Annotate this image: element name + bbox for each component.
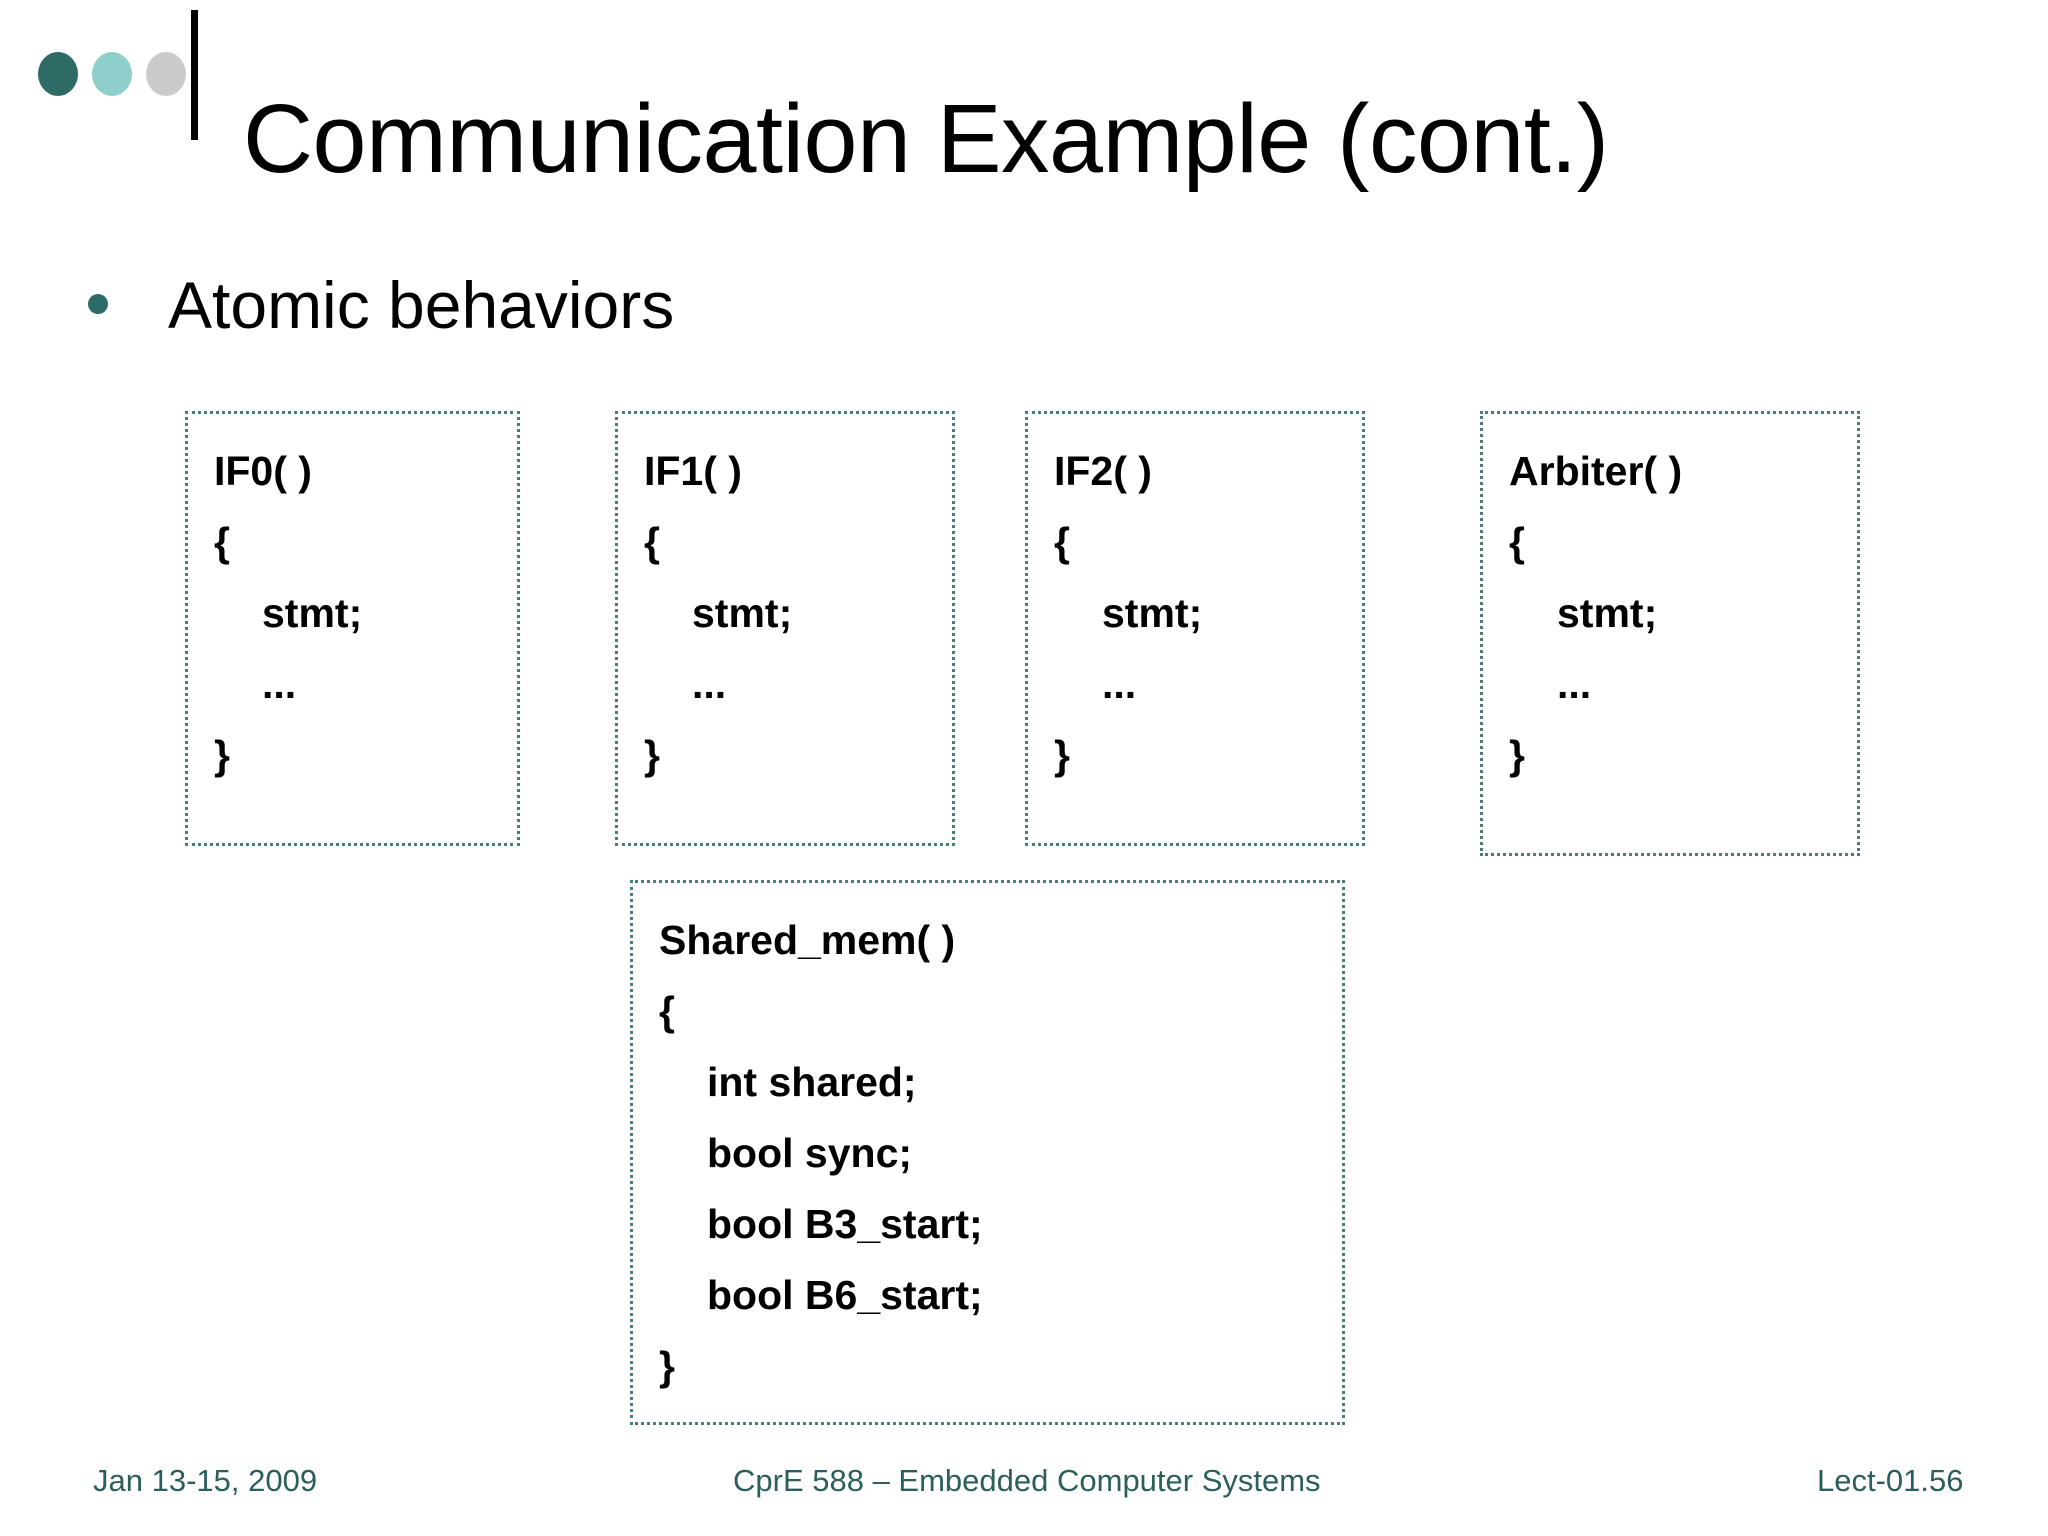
code-line: { (1054, 519, 1070, 565)
code-line: } (1509, 732, 1525, 778)
code-line: IF0( ) (214, 448, 312, 494)
logo-dots-group (38, 52, 186, 96)
code-box-if0-lines: IF0( ) { stmt;...} (214, 436, 511, 791)
code-line: ... (1102, 661, 1137, 707)
code-line: bool B3_start; (707, 1201, 983, 1247)
code-box-arbiter: Arbiter( ) { stmt;...} (1480, 411, 1860, 856)
code-line: stmt; (262, 590, 363, 636)
code-line: } (644, 732, 660, 778)
code-line: bool sync; (707, 1130, 913, 1176)
code-box-if2-lines: IF2( ) { stmt;...} (1054, 436, 1356, 791)
code-line: Shared_mem( ) (659, 917, 956, 963)
code-line: bool B6_start; (707, 1272, 983, 1318)
code-box-arbiter-lines: Arbiter( ) { stmt;...} (1509, 436, 1851, 791)
logo-dot-gray-icon (146, 52, 186, 96)
code-line: } (659, 1343, 675, 1389)
code-box-if0: IF0( ) { stmt;...} (185, 411, 520, 846)
slide-title-bar: Communication Example (cont.) (0, 0, 2048, 193)
code-line: { (644, 519, 660, 565)
code-line: { (1509, 519, 1525, 565)
logo-dot-light-teal-icon (92, 52, 132, 96)
code-line: ... (262, 661, 297, 707)
code-line: IF1( ) (644, 448, 742, 494)
code-box-shared-mem-lines: Shared_mem( ) { int shared; bool sync; bool … (659, 905, 1336, 1402)
code-line: { (659, 988, 675, 1034)
code-line: { (214, 519, 230, 565)
code-line: stmt; (692, 590, 793, 636)
code-box-if1: IF1( ) { stmt;...} (615, 411, 955, 846)
code-line: Arbiter( ) (1509, 448, 1683, 494)
code-box-if2: IF2( ) { stmt;...} (1025, 411, 1365, 846)
page-title: Communication Example (cont.) (243, 83, 1609, 193)
title-vertical-rule (191, 10, 198, 140)
code-line: stmt; (1102, 590, 1203, 636)
footer-page-number: Lect-01.56 (1817, 1463, 1964, 1498)
code-line: stmt; (1557, 590, 1658, 636)
bullet-item-atomic-behaviors: Atomic behaviors (88, 270, 674, 340)
logo-dot-dark-teal-icon (38, 52, 78, 96)
code-line: int shared; (707, 1059, 917, 1105)
code-line: ... (692, 661, 727, 707)
code-box-if1-lines: IF1( ) { stmt;...} (644, 436, 946, 791)
code-line: } (214, 732, 230, 778)
code-line: ... (1557, 661, 1592, 707)
footer-date: Jan 13-15, 2009 (93, 1463, 318, 1498)
bullet-dot-icon (88, 294, 108, 314)
code-box-shared-mem: Shared_mem( ) { int shared; bool sync; bool … (630, 880, 1345, 1425)
footer-course-title: CprE 588 – Embedded Computer Systems (733, 1463, 1321, 1498)
bullet-item-label: Atomic behaviors (168, 268, 675, 342)
slide-footer: Jan 13-15, 2009 CprE 588 – Embedded Comp… (0, 1455, 2048, 1515)
code-line: IF2( ) (1054, 448, 1152, 494)
code-line: } (1054, 732, 1070, 778)
